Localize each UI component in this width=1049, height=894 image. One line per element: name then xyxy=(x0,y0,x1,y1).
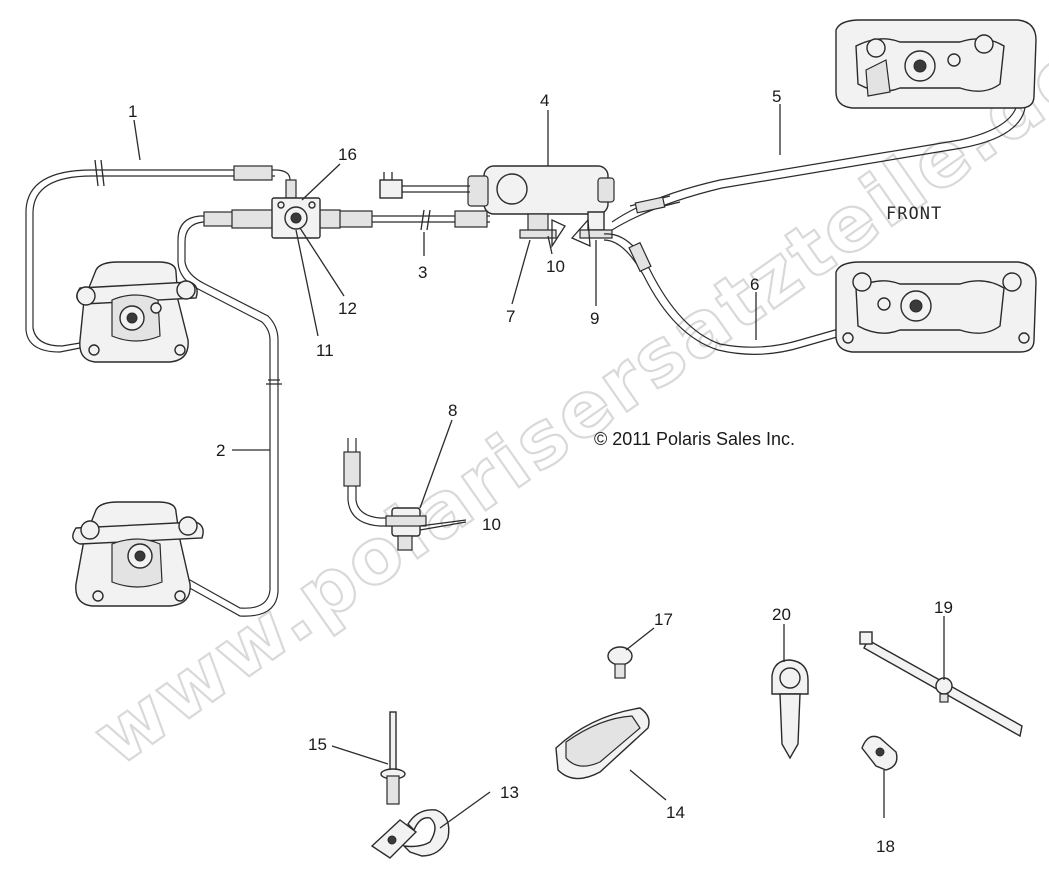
brake-line-3 xyxy=(320,209,490,231)
master-cylinder xyxy=(379,165,615,249)
callout-10-lower: 10 xyxy=(482,515,501,534)
callout-labels: 1 2 3 4 5 6 7 8 9 10 10 11 12 13 14 15 1… xyxy=(128,87,953,856)
brake-line-6 xyxy=(603,233,873,355)
callout-3: 3 xyxy=(418,263,427,282)
caliper-front-right-upper xyxy=(835,19,1037,109)
callout-11: 11 xyxy=(316,341,334,360)
callout-16: 16 xyxy=(338,145,357,164)
brake-line-2 xyxy=(157,211,282,617)
screw-17 xyxy=(607,646,633,679)
callout-1: 1 xyxy=(128,102,137,121)
callout-6: 6 xyxy=(750,275,759,294)
callout-5: 5 xyxy=(772,87,781,106)
callout-14: 14 xyxy=(666,803,685,822)
clip-14 xyxy=(555,707,650,780)
front-label: FRONT xyxy=(886,204,942,224)
callout-15: 15 xyxy=(308,735,327,754)
callout-18: 18 xyxy=(876,837,895,856)
copyright-text: © 2011 Polaris Sales Inc. xyxy=(594,429,795,449)
callout-19: 19 xyxy=(934,598,953,617)
banjo-fitting-detail xyxy=(343,438,467,551)
callout-4: 4 xyxy=(540,91,549,110)
callout-2: 2 xyxy=(216,441,225,460)
caliper-front-right-lower xyxy=(835,261,1037,353)
callout-8: 8 xyxy=(448,401,457,420)
callout-17: 17 xyxy=(654,610,673,629)
tie-strap-19 xyxy=(859,631,1023,738)
callout-10-upper: 10 xyxy=(546,257,565,276)
callout-7: 7 xyxy=(506,307,515,326)
clip-20 xyxy=(771,659,809,760)
clamp-13 xyxy=(370,809,450,859)
brake-tee-block xyxy=(231,179,341,239)
callout-20: 20 xyxy=(772,605,791,624)
callout-13: 13 xyxy=(500,783,519,802)
caliper-rear-left-upper xyxy=(76,261,198,363)
leader-lines xyxy=(133,104,945,829)
brake-line-1 xyxy=(25,159,291,353)
clamp-18 xyxy=(861,735,898,771)
callout-12: 12 xyxy=(338,299,357,318)
callout-9: 9 xyxy=(590,309,599,328)
rivet-15 xyxy=(380,711,406,805)
caliper-rear-left-lower xyxy=(72,501,204,607)
